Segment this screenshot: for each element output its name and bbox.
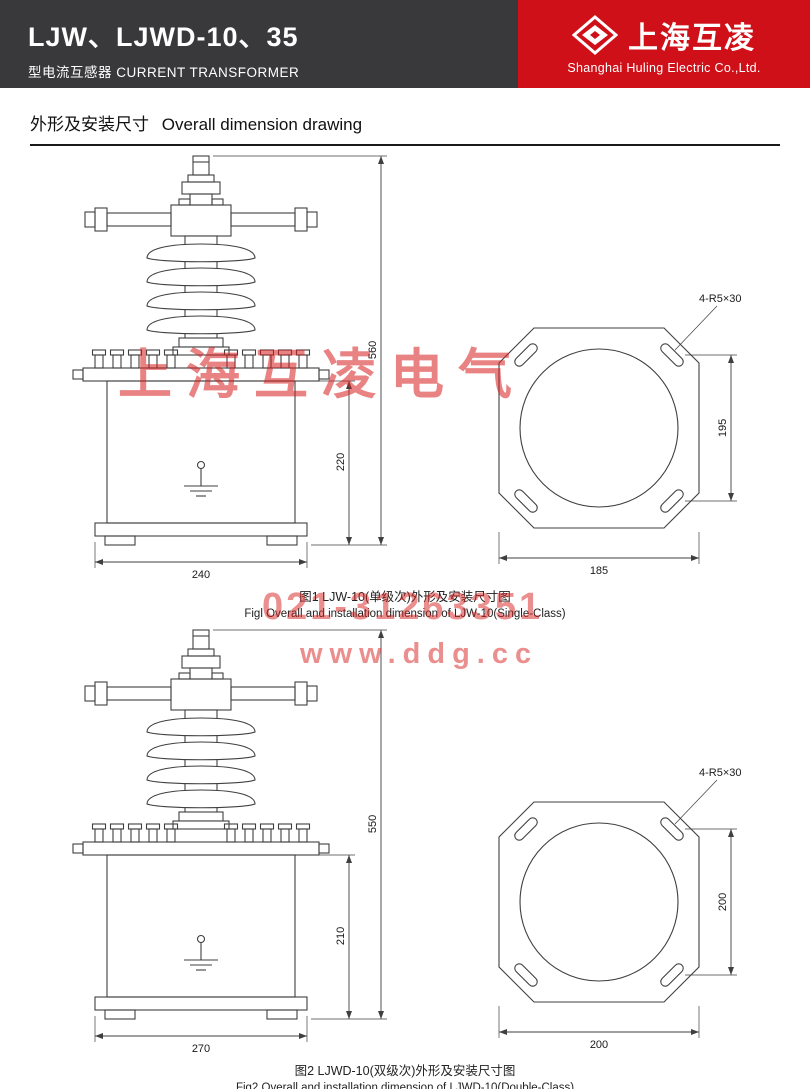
brand-row: 上海互凌 (572, 13, 756, 57)
figure1-caption: 图1 LJW-10(单级次)外形及安装尺寸图 Figl Overall and … (0, 586, 810, 620)
figure1-plate-drawing: 4-R5×30 195 185 (498, 293, 742, 577)
dim-body-height-label: 220 (335, 453, 347, 471)
mounting-plate-top-view (498, 801, 700, 1003)
dim-total-height-label: 550 (367, 815, 379, 833)
header-titles: LJW、LJWD-10、35 型电流互感器 CURRENT TRANSFORME… (0, 0, 518, 88)
figure2-plate-drawing: 4-R5×30 200 200 (498, 767, 742, 1051)
figure1-caption-en: Figl Overall and installation dimension … (244, 608, 566, 620)
mounting-plate-top-view (498, 327, 700, 529)
company-name: Shanghai Huling Electric Co.,Ltd. (567, 61, 761, 75)
plate-dim-height-label: 200 (717, 893, 729, 911)
figure2-caption: 图2 LJWD-10(双级次)外形及安装尺寸图 Fig2 Overall and… (0, 1060, 810, 1089)
brand-name: 上海互凌 (628, 22, 756, 55)
product-title: LJW、LJWD-10、35 (28, 22, 299, 52)
figure1-transformer-drawing: 560 220 240 (72, 155, 387, 581)
plate-dim-width-label: 185 (590, 565, 608, 577)
transformer-side-view (72, 629, 330, 1020)
section-heading: 外形及安装尺寸 Overall dimension drawing (30, 110, 780, 146)
plate-dim-height-label: 195 (717, 419, 729, 437)
transformer-side-view (72, 155, 330, 546)
figure2-caption-zh: 图2 LJWD-10(双级次)外形及安装尺寸图 (294, 1064, 516, 1078)
plate-hole-note-label: 4-R5×30 (699, 293, 742, 305)
page-header: LJW、LJWD-10、35 型电流互感器 CURRENT TRANSFORME… (0, 0, 810, 88)
figure2-row: 550 210 270 4-R5×30 200 200 (0, 624, 810, 1058)
diamond-logo-icon (572, 15, 618, 55)
figure1-row: 560 220 240 4-R5×30 195 185 (0, 150, 810, 584)
plate-hole-note-label: 4-R5×30 (699, 767, 742, 779)
plate-dim-width-label: 200 (590, 1039, 608, 1051)
dim-width-label: 270 (192, 1043, 210, 1055)
brand-block: 上海互凌 Shanghai Huling Electric Co.,Ltd. (518, 0, 810, 88)
figure1-caption-zh: 图1 LJW-10(单级次)外形及安装尺寸图 (299, 590, 511, 604)
dim-body-height-label: 210 (335, 927, 347, 945)
dim-total-height-label: 560 (367, 341, 379, 359)
figure2-transformer-drawing: 550 210 270 (72, 629, 387, 1055)
figure2-caption-en: Fig2 Overall and installation dimension … (235, 1082, 575, 1089)
product-subtitle: 型电流互感器 CURRENT TRANSFORMER (28, 65, 300, 80)
section-heading-en: Overall dimension drawing (161, 115, 363, 134)
dim-width-label: 240 (192, 569, 210, 581)
section-heading-zh: 外形及安装尺寸 (30, 115, 149, 134)
